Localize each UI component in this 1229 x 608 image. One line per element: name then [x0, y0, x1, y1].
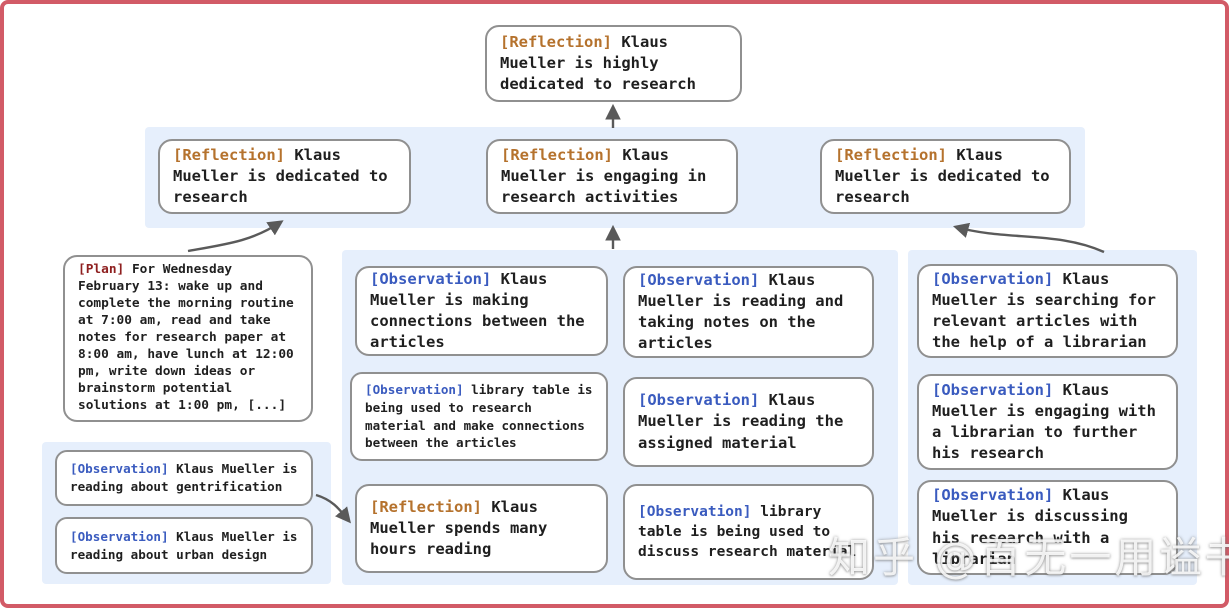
observation-node-making-connections: [Observation] Klaus Mueller is making co… — [355, 266, 608, 356]
reflection-node-right: [Reflection] Klaus Mueller is dedicated … — [820, 139, 1071, 214]
node-body: Klaus Mueller is reading about gentrific… — [70, 461, 298, 494]
reflection-tag: [Reflection] — [501, 145, 613, 164]
node-body: Klaus Mueller is dedicated to research — [173, 145, 388, 207]
observation-tag: [Observation] — [370, 269, 492, 288]
node-body: Klaus Mueller is making connections betw… — [370, 269, 585, 352]
node-body: Klaus Mueller is discussing his research… — [932, 486, 1128, 568]
observation-node-searching-articles: [Observation] Klaus Mueller is searching… — [917, 264, 1178, 358]
node-body: Klaus Mueller is searching for relevant … — [932, 269, 1156, 352]
reflection-tag: [Reflection] — [500, 32, 612, 51]
node-body: Klaus Mueller is highly dedicated to res… — [500, 32, 696, 94]
node-body: Klaus Mueller is engaging in research ac… — [501, 145, 707, 207]
plan-tag: [Plan] — [78, 262, 125, 278]
watermark: 知乎 @百无一用谥书生 — [828, 533, 1229, 582]
observation-tag: [Observation] — [638, 504, 752, 520]
observation-tag: [Observation] — [638, 270, 760, 289]
node-body: library table is being used to research … — [365, 381, 593, 451]
observation-node-urban-design: [Observation] Klaus Mueller is reading a… — [55, 517, 313, 574]
observation-node-assigned-material: [Observation] Klaus Mueller is reading t… — [623, 377, 874, 467]
observation-node-gentrification: [Observation] Klaus Mueller is reading a… — [55, 450, 313, 506]
reflection-node-hours-reading: [Reflection] Klaus Mueller spends many h… — [355, 484, 608, 573]
node-body: For Wednesday February 13: wake up and c… — [78, 262, 294, 413]
observation-tag: [Observation] — [70, 461, 169, 477]
reflection-tag: [Reflection] — [173, 145, 285, 164]
node-body: Klaus Mueller is reading and taking note… — [638, 270, 844, 353]
plan-node: [Plan] For Wednesday February 13: wake u… — [63, 255, 313, 422]
observation-tag: [Observation] — [932, 380, 1054, 399]
arrow-rightband-to-right-reflection — [952, 222, 1105, 254]
node-body: Klaus Mueller is engaging with a librari… — [932, 380, 1156, 463]
observation-tag: [Observation] — [932, 269, 1054, 288]
reflection-tag: [Reflection] — [370, 497, 482, 516]
observation-tag: [Observation] — [932, 486, 1054, 505]
node-body: Klaus Mueller is reading the assigned ma… — [638, 391, 844, 452]
node-body: Klaus Mueller is reading about urban des… — [70, 528, 298, 562]
node-body: Klaus Mueller is dedicated to research — [835, 145, 1050, 207]
reflection-node-middle: [Reflection] Klaus Mueller is engaging i… — [486, 139, 738, 214]
observation-tag: [Observation] — [638, 391, 760, 410]
node-body: library table is being used to discuss r… — [638, 504, 857, 560]
reflection-node-left: [Reflection] Klaus Mueller is dedicated … — [158, 139, 411, 214]
observation-node-library-research: [Observation] library table is being use… — [350, 372, 608, 461]
reflection-node-top: [Reflection] Klaus Mueller is highly ded… — [485, 25, 742, 102]
observation-node-library-discuss: [Observation] library table is being use… — [623, 484, 874, 580]
observation-node-discussing-research: [Observation] Klaus Mueller is discussin… — [917, 480, 1178, 575]
observation-tag: [Observation] — [365, 381, 464, 397]
observation-tag: [Observation] — [70, 528, 169, 544]
reflection-tag: [Reflection] — [835, 145, 947, 164]
observation-node-taking-notes: [Observation] Klaus Mueller is reading a… — [623, 266, 874, 358]
observation-node-engaging-librarian: [Observation] Klaus Mueller is engaging … — [917, 374, 1178, 470]
node-body: Klaus Mueller spends many hours reading — [370, 497, 548, 559]
